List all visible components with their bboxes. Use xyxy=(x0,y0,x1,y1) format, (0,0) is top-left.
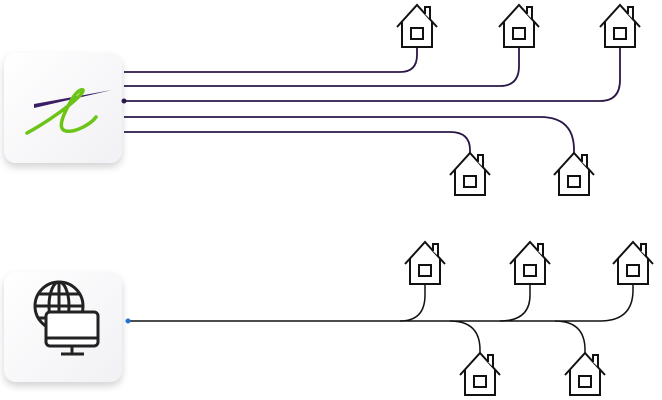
house-icon xyxy=(612,241,654,285)
house-icon xyxy=(459,352,501,396)
house-icon xyxy=(564,352,606,396)
line-to-house-4 xyxy=(124,116,575,155)
line-to-house-5 xyxy=(124,131,471,155)
house-icon xyxy=(449,152,491,196)
network-source-card xyxy=(4,272,122,382)
top-connection-lines xyxy=(124,46,621,155)
house-icon xyxy=(404,241,446,285)
logo-source-card xyxy=(4,53,122,163)
house-icon xyxy=(553,152,595,196)
line-to-house-2 xyxy=(124,46,520,87)
globe-monitor-icon xyxy=(33,280,100,356)
house-icon xyxy=(599,4,641,48)
house-icon xyxy=(396,4,438,48)
line-to-house-1 xyxy=(124,46,418,73)
bottom-connection-lines xyxy=(128,283,634,356)
script-e-logo-icon xyxy=(25,87,112,135)
line-to-house-3 xyxy=(124,46,621,102)
top-connector-dot xyxy=(121,98,127,104)
house-icon xyxy=(509,241,551,285)
bottom-connector-dot xyxy=(125,318,131,324)
house-icon xyxy=(498,4,540,48)
